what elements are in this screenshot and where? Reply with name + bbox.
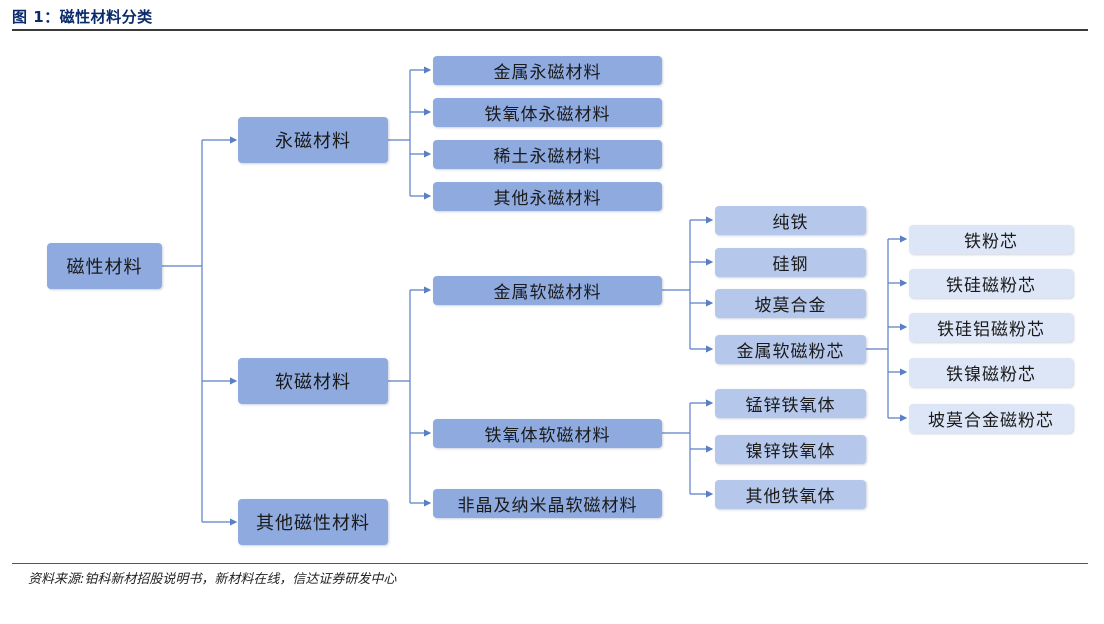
node-root: 磁性材料 — [47, 243, 162, 289]
node-permanent-magnets: 永磁材料 — [238, 117, 388, 163]
node-amorphous-soft: 非晶及纳米晶软磁材料 — [433, 489, 662, 518]
top-rule — [12, 29, 1088, 31]
node-nizn-ferrite: 镍锌铁氧体 — [715, 435, 866, 464]
node-feni-powder-core: 铁镍磁粉芯 — [909, 358, 1073, 387]
node-other-magnetic: 其他磁性材料 — [238, 499, 388, 545]
node-silicon-steel: 硅钢 — [715, 248, 866, 277]
node-other-ferrite: 其他铁氧体 — [715, 480, 866, 509]
figure-title: 图 1：磁性材料分类 — [12, 8, 153, 26]
node-ferrite-permanent: 铁氧体永磁材料 — [433, 98, 662, 127]
node-metal-permanent: 金属永磁材料 — [433, 56, 662, 85]
node-soft-magnets: 软磁材料 — [238, 358, 388, 404]
node-iron-powder-core: 铁粉芯 — [909, 225, 1073, 254]
node-permalloy: 坡莫合金 — [715, 289, 866, 318]
connector-lines — [162, 66, 908, 526]
bottom-rule — [12, 563, 1088, 564]
node-mnzn-ferrite: 锰锌铁氧体 — [715, 389, 866, 418]
node-fesial-powder-core: 铁硅铝磁粉芯 — [909, 313, 1073, 342]
source-note: 资料来源:铂科新材招股说明书，新材料在线，信达证券研发中心 — [28, 572, 397, 587]
node-ferrite-soft: 铁氧体软磁材料 — [433, 419, 662, 448]
node-metal-powder-core: 金属软磁粉芯 — [715, 335, 866, 364]
node-other-permanent: 其他永磁材料 — [433, 182, 662, 211]
node-fesi-powder-core: 铁硅磁粉芯 — [909, 269, 1073, 298]
node-metal-soft: 金属软磁材料 — [433, 276, 662, 305]
node-permalloy-powder-core: 坡莫合金磁粉芯 — [909, 404, 1073, 433]
node-pure-iron: 纯铁 — [715, 206, 866, 235]
node-rare-earth-permanent: 稀土永磁材料 — [433, 140, 662, 169]
